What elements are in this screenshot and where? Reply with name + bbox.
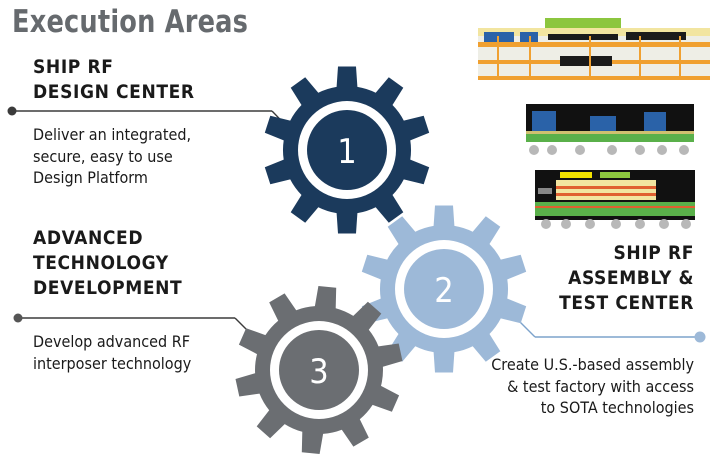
gear-2-hub	[404, 249, 484, 329]
connector-dot-advanced	[13, 313, 23, 323]
description-design-center: Deliver an integrated, secure, easy to u…	[33, 124, 191, 189]
gear-number-1: 1	[337, 132, 356, 172]
package-illustration-middle	[526, 104, 694, 155]
description-line: secure, easy to use	[33, 146, 173, 166]
gear-number-3: 3	[309, 352, 328, 392]
description-line: to SOTA technologies	[540, 398, 694, 417]
page-title: Execution Areas	[12, 4, 249, 40]
gear-number-2: 2	[434, 271, 453, 311]
description-line: Create U.S.-based assembly	[491, 355, 694, 374]
connector-dot-design	[7, 106, 17, 116]
connector-dot-assembly	[694, 331, 706, 343]
description-line: interposer technology	[33, 353, 192, 373]
description-line: Develop advanced RF	[33, 332, 191, 351]
heading-line: DEVELOPMENT	[33, 277, 183, 299]
description-assembly-test-center: Create U.S.-based assembly & test factor…	[491, 354, 694, 419]
heading-line: ASSEMBLY &	[568, 267, 694, 289]
heading-assembly-test-center: SHIP RF ASSEMBLY & TEST CENTER	[559, 241, 694, 316]
gear-3-hub	[279, 330, 359, 410]
heading-design-center: SHIP RF DESIGN CENTER	[33, 55, 195, 105]
heading-line: ADVANCED	[33, 227, 144, 249]
gear-1	[264, 66, 430, 234]
description-line: Deliver an integrated,	[33, 125, 192, 144]
package-illustration-bottom	[535, 170, 695, 229]
heading-line: SHIP RF	[613, 242, 694, 264]
description-line: Design Platform	[33, 168, 148, 187]
gear-2	[361, 205, 527, 373]
gear-3	[235, 286, 403, 454]
description-line: & test factory with access	[507, 376, 694, 396]
heading-line: SHIP RF	[33, 56, 114, 78]
package-illustration-top	[478, 18, 710, 80]
gear-1-hub	[307, 110, 387, 190]
heading-line: TECHNOLOGY	[33, 252, 169, 274]
heading-advanced-technology: ADVANCED TECHNOLOGY DEVELOPMENT	[33, 226, 182, 301]
description-advanced-technology: Develop advanced RF interposer technolog…	[33, 331, 191, 374]
heading-line: DESIGN CENTER	[33, 81, 195, 103]
heading-line: TEST CENTER	[559, 292, 694, 314]
